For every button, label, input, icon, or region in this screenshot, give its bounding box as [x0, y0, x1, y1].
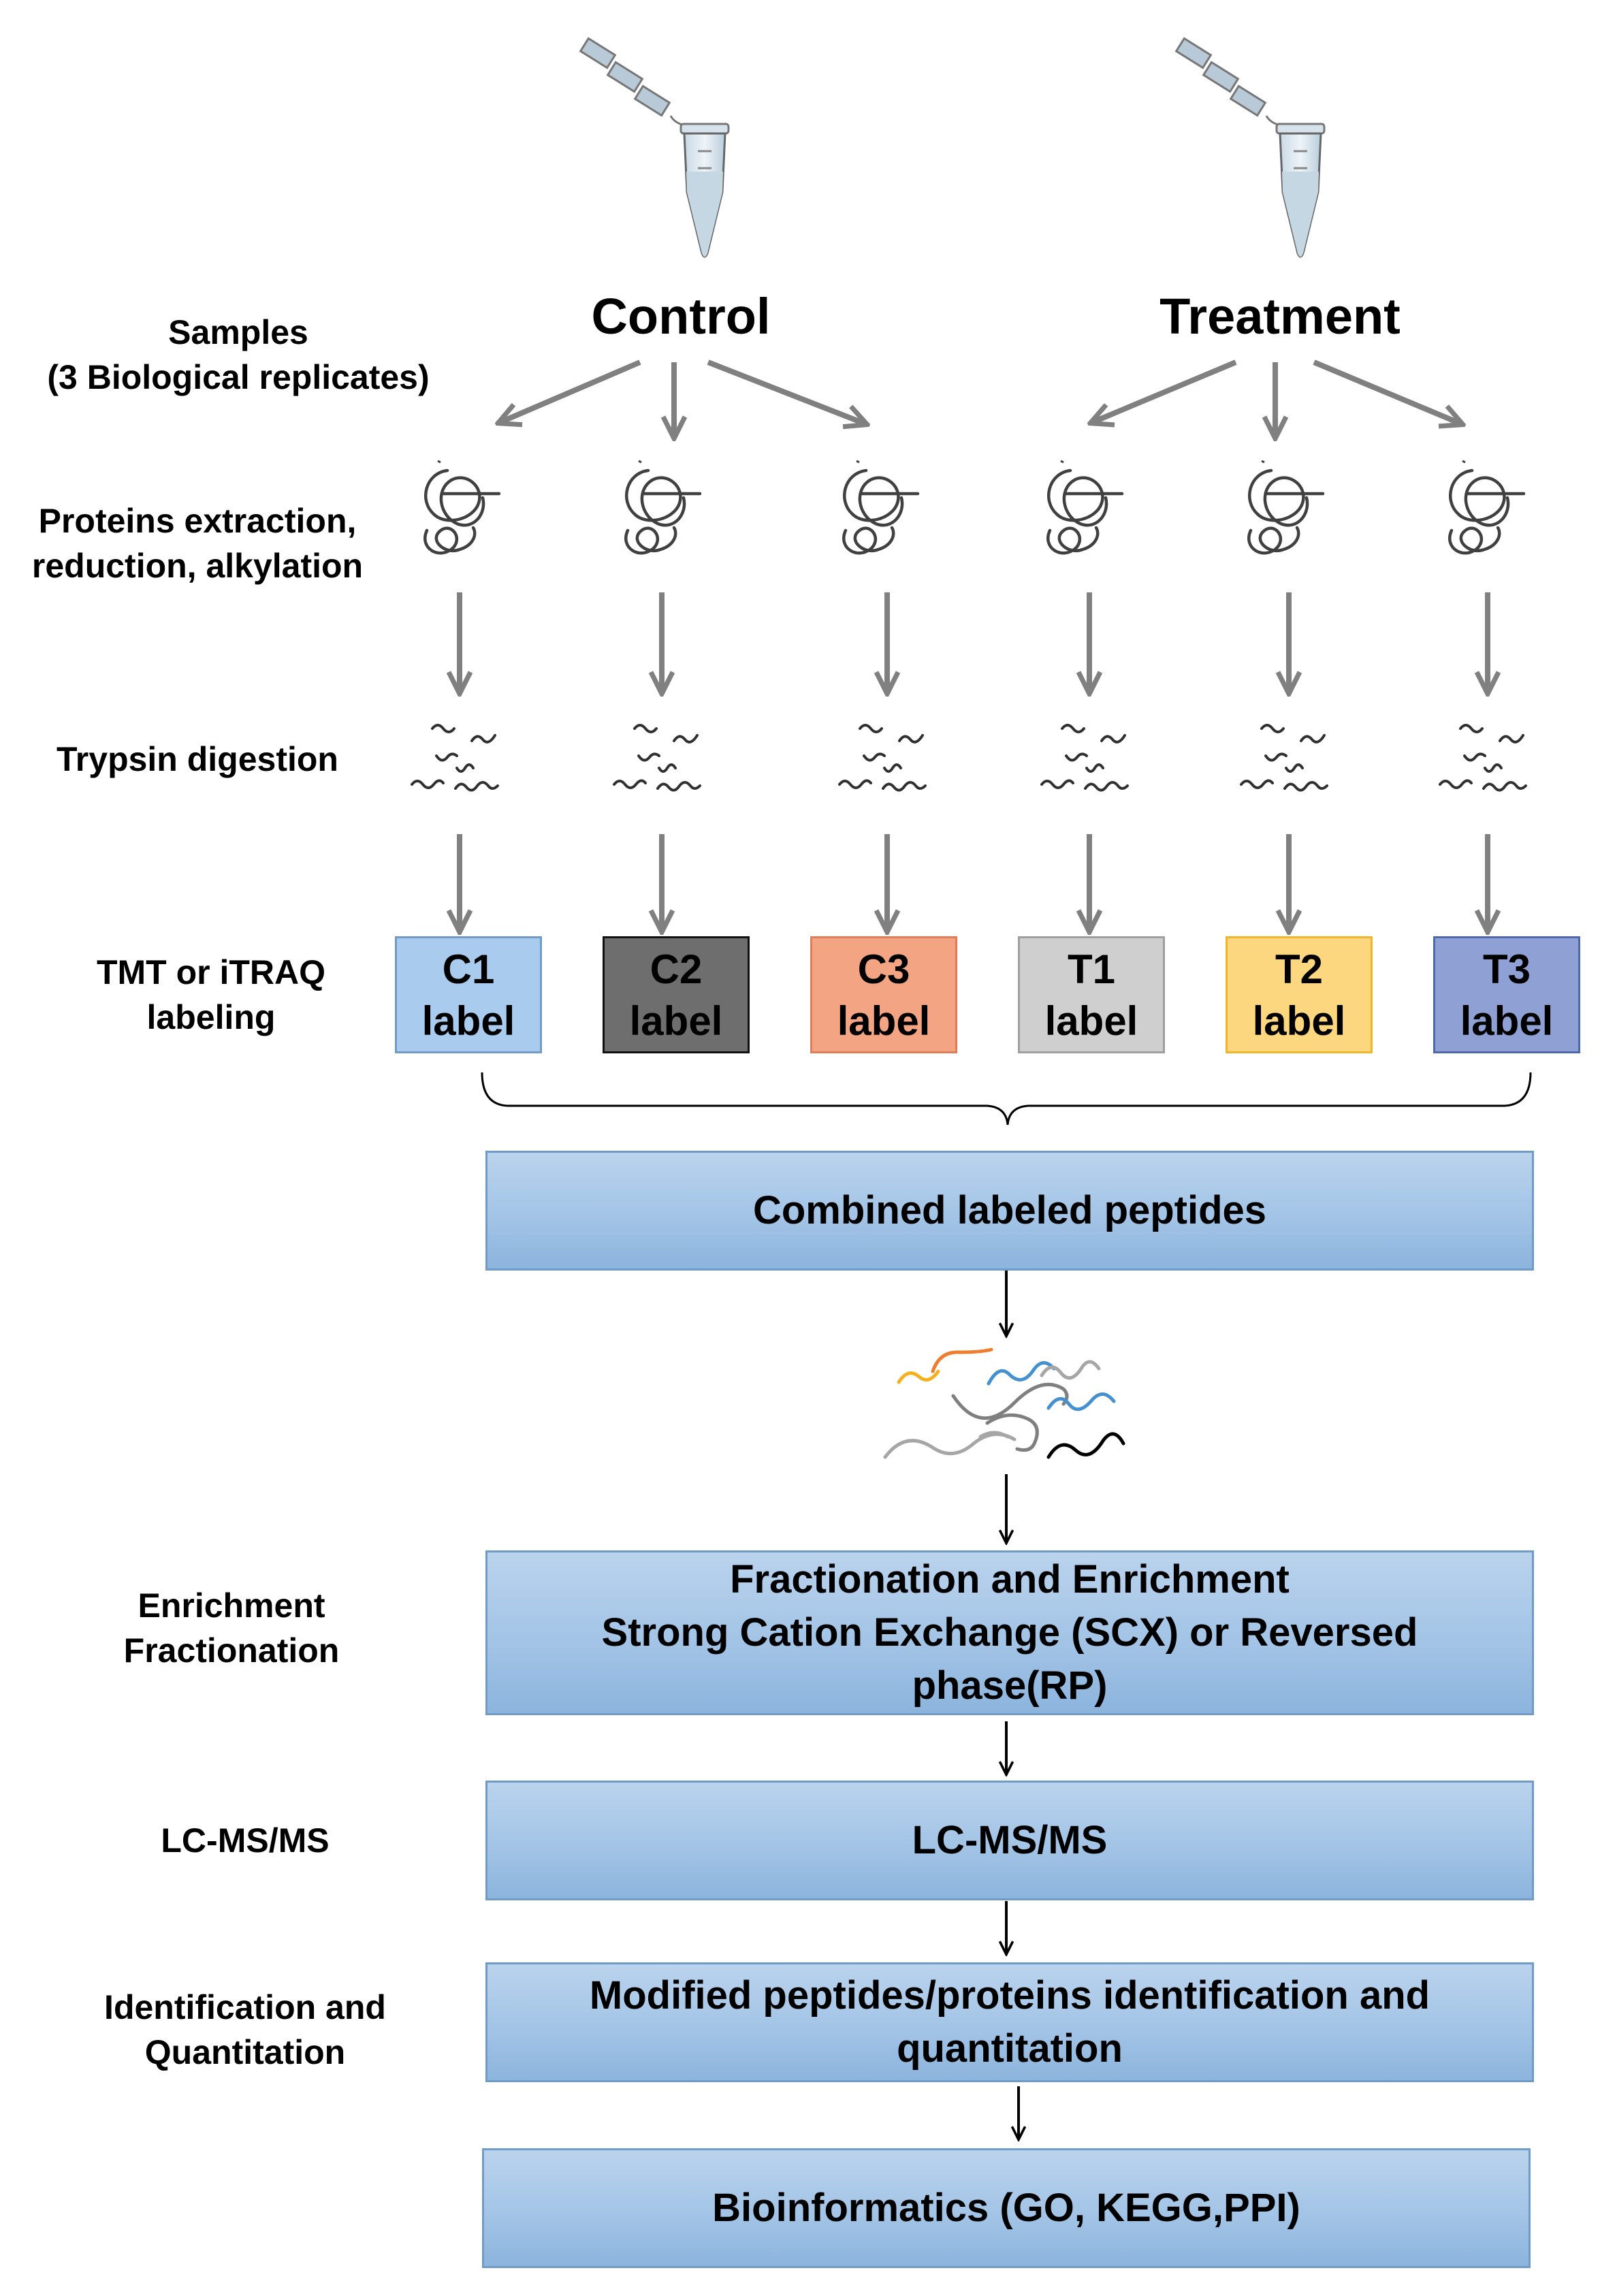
fractionation-box: Fractionation and Enrichment Strong Cati…	[485, 1550, 1534, 1715]
extraction-label: Proteins extraction, reduction, alkylati…	[31, 502, 364, 585]
identification-box: Modified peptides/proteins identificatio…	[485, 1962, 1534, 2082]
treatment-title: Treatment	[1159, 288, 1401, 345]
enrichment-label: Enrichment Fractionation	[123, 1587, 340, 1670]
lcms-label: LC-MS/MS	[161, 1821, 330, 1860]
identification-label: Identification and Quantitation	[104, 1988, 386, 2071]
control-title: Control	[591, 288, 771, 345]
lcms-box: LC-MS/MS	[485, 1781, 1534, 1900]
tube-icon	[1175, 37, 1326, 258]
labeling-label: TMT or iTRAQ labeling	[96, 953, 326, 1036]
bioinformatics-box: Bioinformatics (GO, KEGG,PPI)	[482, 2148, 1531, 2268]
digestion-label: Trypsin digestion	[57, 740, 338, 778]
tube-icon	[579, 37, 730, 258]
samples-label: Samples (3 Biological replicates)	[47, 313, 430, 396]
mixed-peptides-icon	[883, 1348, 1125, 1459]
combined-peptides-box: Combined labeled peptides	[485, 1151, 1534, 1271]
